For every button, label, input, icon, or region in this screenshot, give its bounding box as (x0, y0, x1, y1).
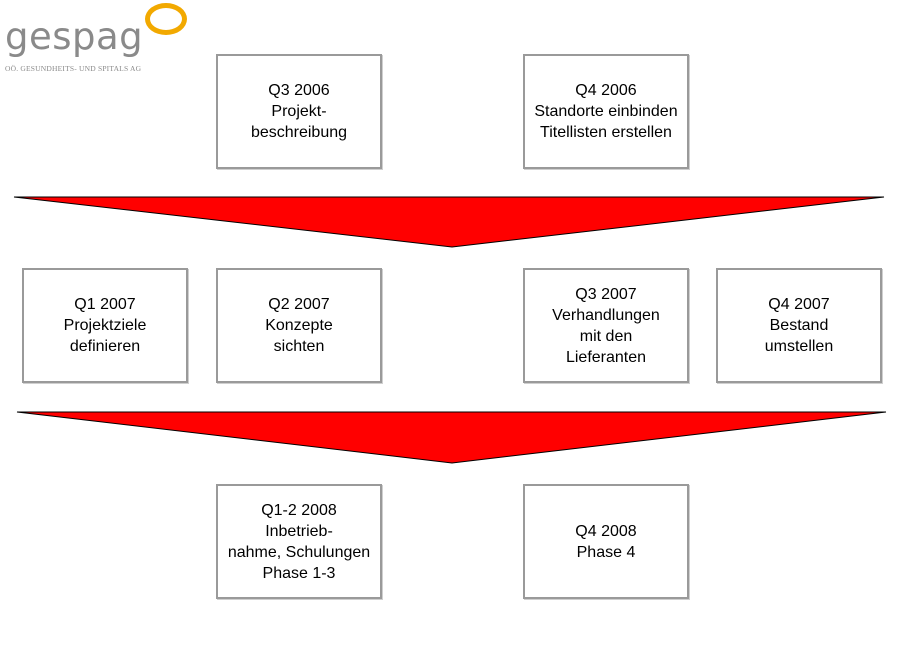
gespag-logo: gespag OÖ. GESUNDHEITS- UND SPITALS AG (0, 0, 200, 80)
logo-ring-icon (145, 3, 187, 35)
logo-tagline: OÖ. GESUNDHEITS- UND SPITALS AG (5, 64, 142, 73)
milestone-label: Q3 2006 Projekt- beschreibung (250, 82, 348, 141)
milestone-q4-2007: Q4 2007 Bestand umstellen (716, 268, 882, 383)
milestone-label: Q4 2008 Phase 4 (575, 522, 637, 561)
milestone-label: Q1-2 2008 Inbetrieb- nahme, Schulungen P… (227, 501, 371, 582)
milestone-label: Q2 2007 Konzepte sichten (265, 296, 333, 355)
milestone-label: Q4 2006 Standorte einbinden Titellisten … (534, 82, 678, 141)
phase-arrow-2 (16, 411, 887, 464)
milestone-q1-2-2008: Q1-2 2008 Inbetrieb- nahme, Schulungen P… (216, 484, 382, 599)
phase-arrow-2-shape (16, 411, 887, 464)
milestone-q3-2007: Q3 2007 Verhandlungen mit den Lieferante… (523, 268, 689, 383)
milestone-q4-2006: Q4 2006 Standorte einbinden Titellisten … (523, 54, 689, 169)
milestone-q4-2008: Q4 2008 Phase 4 (523, 484, 689, 599)
milestone-label: Q4 2007 Bestand umstellen (764, 296, 834, 355)
logo-wordmark: gespag (5, 15, 144, 58)
milestone-q2-2007: Q2 2007 Konzepte sichten (216, 268, 382, 383)
milestone-q3-2006: Q3 2006 Projekt- beschreibung (216, 54, 382, 169)
milestone-q1-2007: Q1 2007 Projektziele definieren (22, 268, 188, 383)
phase-arrow-1 (13, 196, 885, 248)
milestone-label: Q3 2007 Verhandlungen mit den Lieferante… (552, 285, 660, 366)
milestone-label: Q1 2007 Projektziele definieren (63, 296, 147, 355)
phase-arrow-1-shape (13, 196, 885, 248)
